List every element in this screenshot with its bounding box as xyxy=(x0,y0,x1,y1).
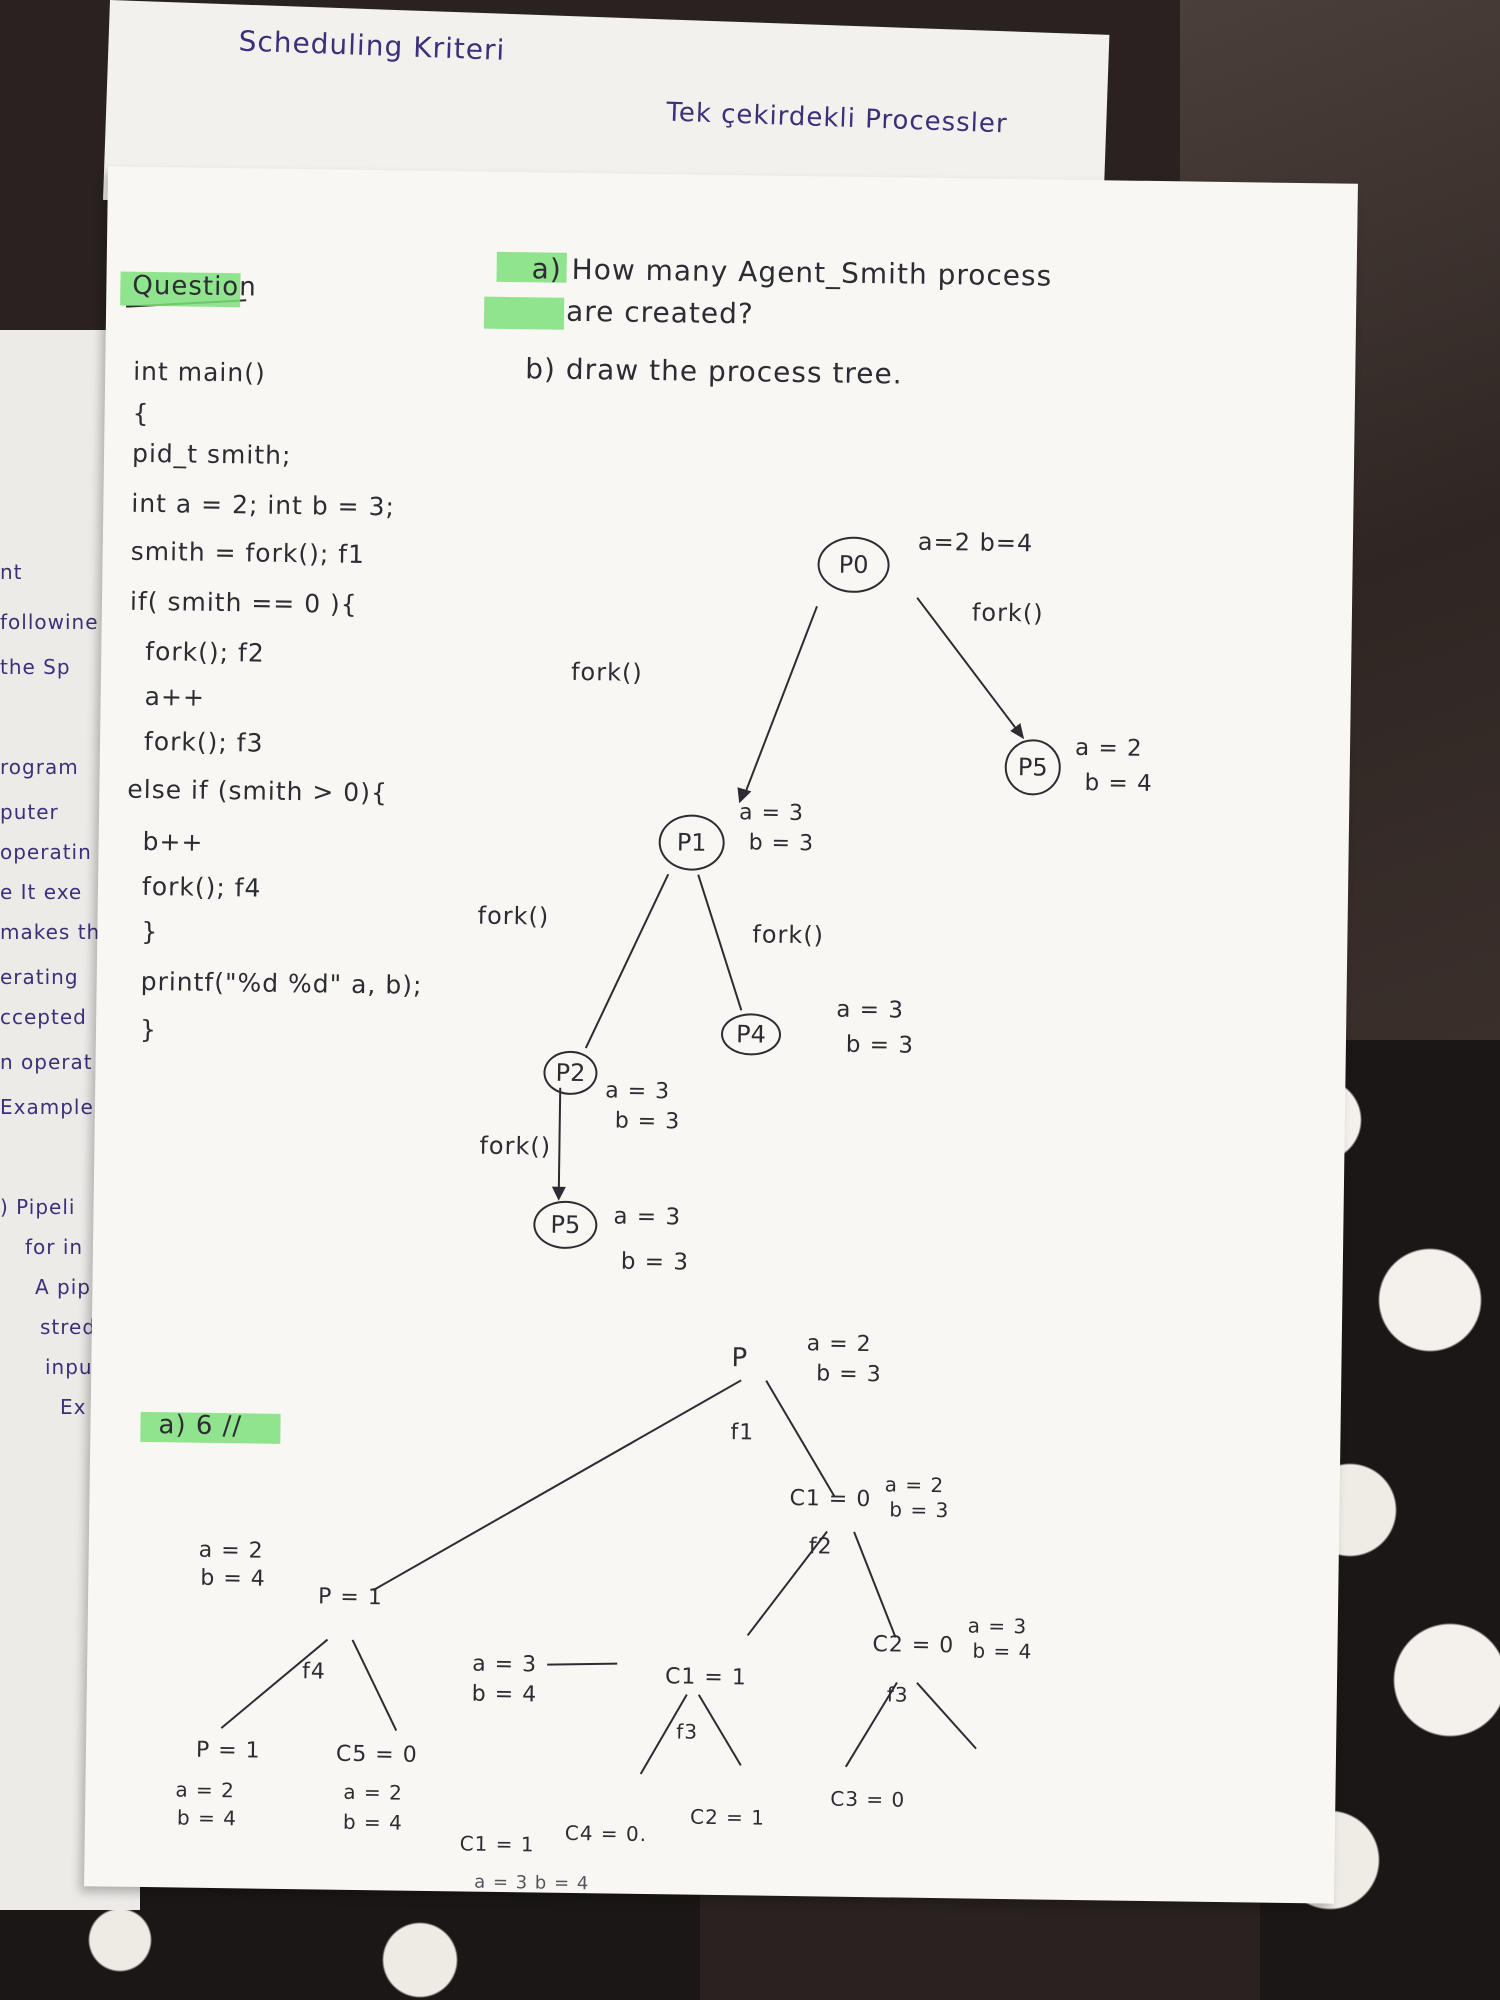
main-sheet: Question a) How many Agent_Smith process… xyxy=(84,166,1358,1904)
left-fragment: for in xyxy=(25,1235,84,1259)
node-c2-zero: C2 = 0 xyxy=(872,1632,955,1659)
question-part-a-line2: are created? xyxy=(565,294,755,331)
p5-bottom-b: b = 3 xyxy=(620,1248,690,1276)
process-node-p5-bottom: P5 xyxy=(533,1200,598,1250)
second-tree-root: P xyxy=(731,1343,749,1374)
code-line: if( smith == 0 ){ xyxy=(129,586,358,619)
left-fragment: the Sp xyxy=(0,655,71,679)
code-line: fork(); f2 xyxy=(145,636,265,668)
c2-b: b = 4 xyxy=(972,1638,1033,1664)
c1-eq-1-a: a = 3 xyxy=(472,1651,538,1678)
left-fragment: operatin xyxy=(0,840,92,864)
code-line: fork(); f3 xyxy=(143,726,264,758)
code-line: printf("%d %d" a, b); xyxy=(140,966,423,1000)
code-line: b++ xyxy=(142,826,204,857)
p-eq-1-f: f4 xyxy=(301,1659,326,1685)
code-line: smith = fork(); f1 xyxy=(130,536,366,569)
left-fragment: ) Pipeli xyxy=(0,1195,76,1219)
p-eq-1-a: a = 2 xyxy=(198,1537,264,1564)
left-fragment: puter xyxy=(0,800,59,824)
p1-b: b = 3 xyxy=(748,830,815,857)
c1-f: f2 xyxy=(808,1534,833,1560)
code-line: int a = 2; int b = 3; xyxy=(131,488,396,522)
p5-right-a: a = 2 xyxy=(1074,734,1143,762)
fork-label: fork() xyxy=(477,901,550,931)
root-b: b = 3 xyxy=(816,1361,882,1388)
left-fragment: rogram xyxy=(0,755,79,779)
code-line: a++ xyxy=(144,681,206,712)
top-sheet-title: Scheduling Kriteri xyxy=(238,24,506,67)
code-line: fork(); f4 xyxy=(141,871,262,903)
process-node-p0: P0 xyxy=(817,536,890,594)
code-line: pid_t smith; xyxy=(131,438,292,470)
p-eq-1-b: b = 4 xyxy=(200,1565,266,1592)
leaf-c5-a: a = 2 xyxy=(343,1779,404,1805)
leaf-p-a: a = 2 xyxy=(175,1777,236,1803)
left-fragment: makes th xyxy=(0,920,101,944)
p5-bottom-a: a = 3 xyxy=(613,1203,682,1231)
left-fragment: stred xyxy=(40,1315,97,1339)
root-f: f1 xyxy=(730,1420,755,1446)
left-fragment: ccepted xyxy=(0,1005,87,1029)
leaf-c2: C2 = 1 xyxy=(689,1804,766,1830)
left-fragment: Ex xyxy=(60,1395,87,1419)
answer-label: a) 6 // xyxy=(158,1410,243,1442)
left-fragment: erating xyxy=(0,965,79,989)
leaf-c1: C1 = 1 xyxy=(459,1831,535,1857)
p4-b: b = 3 xyxy=(845,1031,915,1059)
process-node-p4: P4 xyxy=(720,1013,782,1056)
leaf-p-b: b = 4 xyxy=(176,1805,238,1831)
code-line: { xyxy=(132,398,150,428)
c1-b: b = 3 xyxy=(889,1497,950,1523)
left-fragment: inpu xyxy=(45,1355,93,1379)
leaf-c4: C4 = 0. xyxy=(564,1820,648,1847)
fork-label: fork() xyxy=(752,920,825,950)
code-line: int main() xyxy=(133,356,266,388)
node-p-eq-1: P = 1 xyxy=(317,1584,383,1611)
leaf-p-eq-1: P = 1 xyxy=(195,1737,261,1764)
left-fragment: nt xyxy=(0,560,23,584)
left-fragment: followine xyxy=(0,610,99,634)
fork-label: fork() xyxy=(570,657,643,687)
c2-f: f3 xyxy=(886,1682,909,1707)
c1-eq-1-f: f3 xyxy=(676,1719,699,1744)
leaf-c3: C3 = 0 xyxy=(830,1786,906,1812)
p2-b: b = 3 xyxy=(614,1108,681,1135)
tree-connectors xyxy=(126,299,1025,1775)
question-label: Question xyxy=(132,270,257,303)
p5-right-b: b = 4 xyxy=(1084,770,1153,798)
code-line: } xyxy=(139,1014,158,1045)
p2-a: a = 3 xyxy=(605,1078,671,1105)
fork-label: fork() xyxy=(479,1131,552,1161)
leaf-c5: C5 = 0 xyxy=(335,1741,418,1768)
leaf-c5-b: b = 4 xyxy=(342,1809,404,1835)
highlight xyxy=(483,296,565,330)
p4-a: a = 3 xyxy=(836,996,905,1024)
background-fabric-bottom xyxy=(0,1880,700,2000)
left-fragment: e It exe xyxy=(0,880,83,904)
p1-a: a = 3 xyxy=(738,800,805,827)
node-c1-zero: C1 = 0 xyxy=(789,1486,872,1513)
left-fragment: A pip xyxy=(35,1275,91,1299)
node-c1-eq-1: C1 = 1 xyxy=(664,1664,747,1691)
top-sheet-subtitle: Tek çekirdekli Processler xyxy=(665,97,1009,140)
code-line: } xyxy=(141,916,159,947)
fork-label: fork() xyxy=(971,598,1044,628)
left-fragment: n operat xyxy=(0,1050,93,1074)
left-fragment: Example xyxy=(0,1095,94,1119)
p0-values: a=2 b=4 xyxy=(917,527,1034,558)
root-a: a = 2 xyxy=(806,1331,872,1358)
c1-eq-1-b: b = 4 xyxy=(471,1681,538,1708)
bottom-values: a = 3 b = 4 xyxy=(474,1871,590,1895)
c1-a: a = 2 xyxy=(884,1472,945,1498)
question-part-b: b) draw the process tree. xyxy=(525,352,903,391)
code-line: else if (smith > 0){ xyxy=(127,774,389,808)
c2-a: a = 3 xyxy=(967,1613,1028,1639)
